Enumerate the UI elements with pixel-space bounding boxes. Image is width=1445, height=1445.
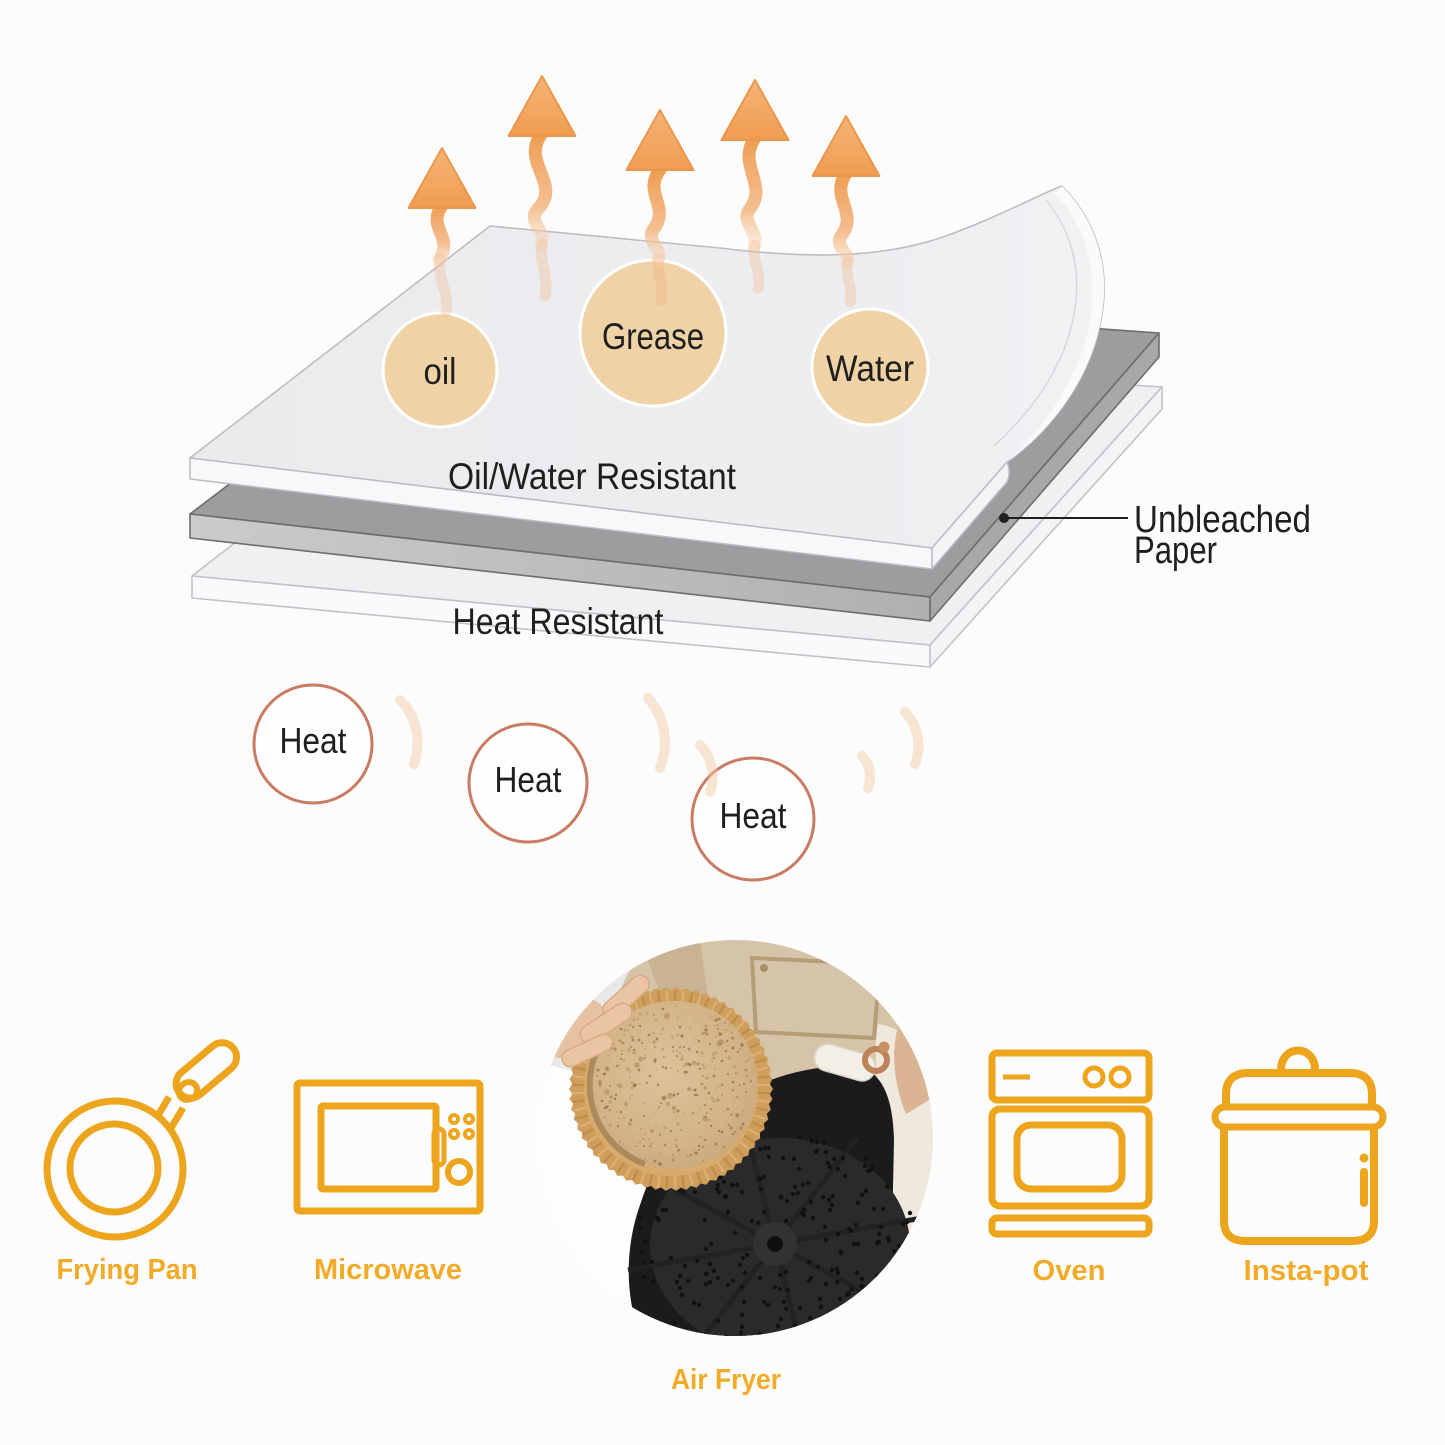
svg-text:Oil/Water Resistant: Oil/Water Resistant	[448, 456, 737, 497]
svg-text:Water: Water	[826, 348, 914, 389]
svg-text:Air Fryer: Air Fryer	[671, 1364, 781, 1396]
svg-text:Unbleached: Unbleached	[1134, 499, 1311, 541]
svg-text:Heat: Heat	[280, 720, 347, 761]
svg-text:Frying Pan: Frying Pan	[57, 1254, 198, 1286]
svg-text:Heat: Heat	[720, 795, 787, 836]
svg-text:Insta-pot: Insta-pot	[1244, 1255, 1369, 1287]
svg-text:Oven: Oven	[1033, 1255, 1106, 1287]
svg-text:Heat: Heat	[495, 759, 562, 800]
svg-text:Grease: Grease	[602, 316, 704, 357]
svg-text:oil: oil	[424, 351, 457, 392]
svg-text:Paper: Paper	[1134, 530, 1217, 572]
svg-text:Microwave: Microwave	[314, 1254, 462, 1286]
svg-text:Heat Resistant: Heat Resistant	[453, 601, 665, 642]
